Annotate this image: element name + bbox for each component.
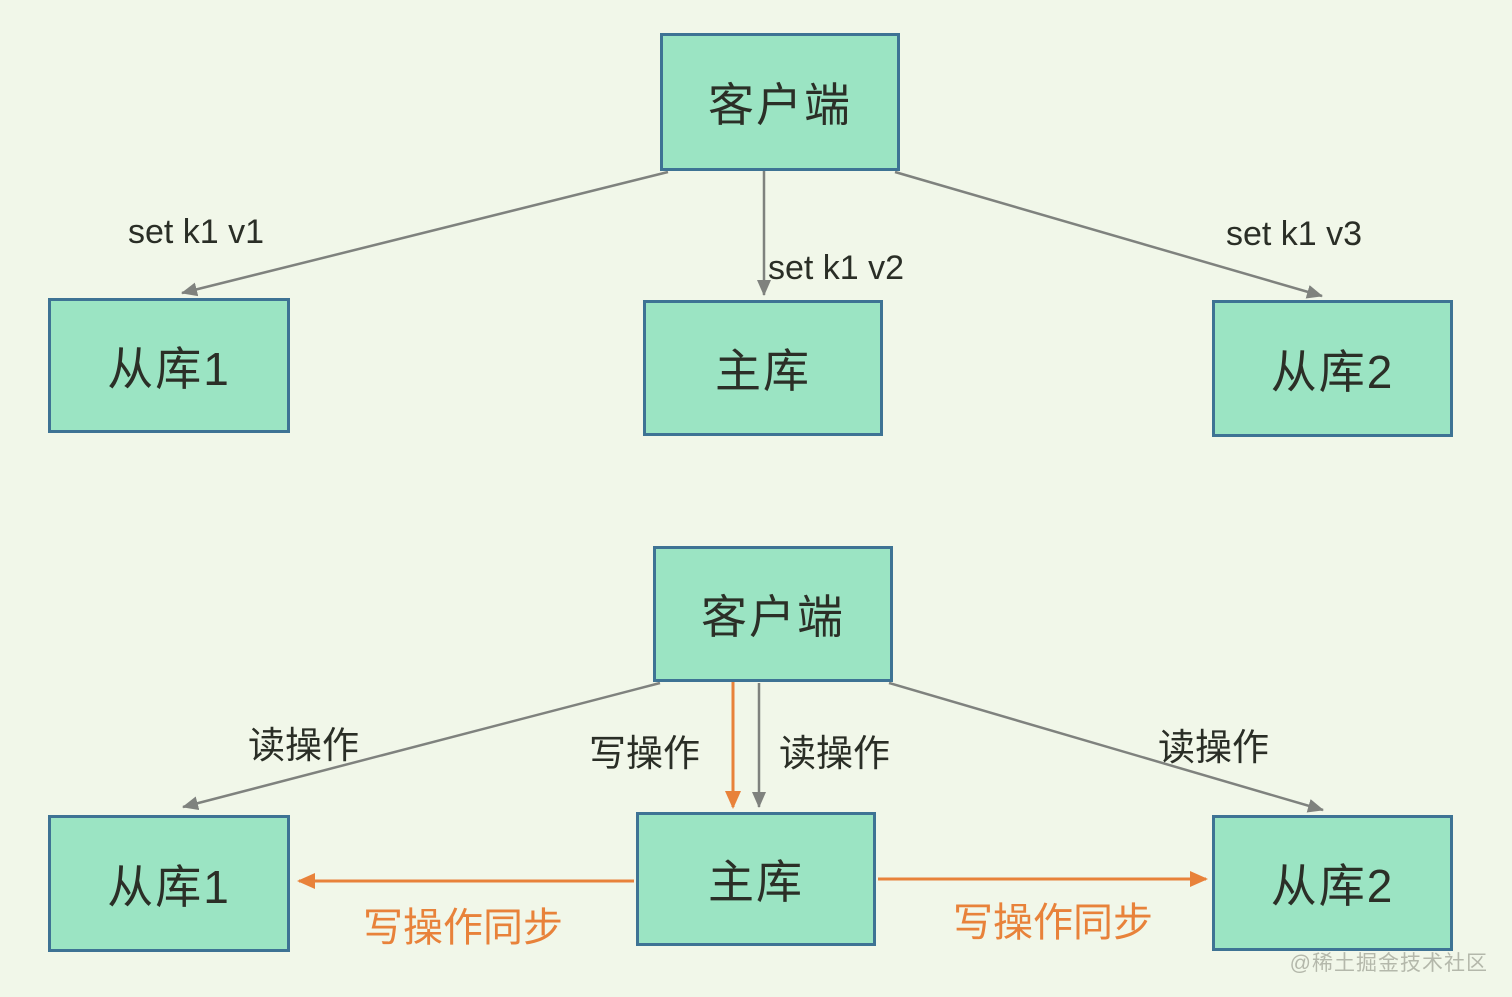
arrow-set-k1-v3 bbox=[894, 170, 1323, 299]
bottom-master-label: 主库 bbox=[708, 856, 804, 908]
edge-label-read-to-master: 读操作 bbox=[779, 733, 890, 774]
edge-label-set-k1-v3: set k1 v3 bbox=[1226, 215, 1363, 253]
top-slave1-node: 从库1 bbox=[48, 298, 290, 433]
edge-label-sync-to-slave1: 写操作同步 bbox=[363, 906, 563, 950]
bottom-slave2-label: 从库2 bbox=[1270, 860, 1395, 912]
bottom-client-node: 客户端 bbox=[653, 546, 893, 682]
edge-label-set-k1-v1: set k1 v1 bbox=[128, 213, 265, 251]
top-master-label: 主库 bbox=[715, 345, 811, 397]
top-slave1-label: 从库1 bbox=[107, 342, 231, 395]
bottom-slave1-node: 从库1 bbox=[48, 815, 290, 952]
top-master-node: 主库 bbox=[643, 300, 883, 436]
edge-label-read-to-slave1: 读操作 bbox=[248, 725, 359, 766]
edge-label-read-to-slave2: 读操作 bbox=[1158, 727, 1269, 768]
top-client-label: 客户端 bbox=[708, 79, 852, 131]
bottom-client-label: 客户端 bbox=[701, 591, 845, 643]
edge-label-write-to-master: 写操作 bbox=[589, 733, 700, 774]
bottom-slave2-node: 从库2 bbox=[1212, 815, 1453, 951]
arrow-set-k1-v1 bbox=[181, 170, 669, 297]
top-slave2-node: 从库2 bbox=[1212, 300, 1453, 437]
edge-label-sync-to-slave2: 写操作同步 bbox=[953, 901, 1153, 945]
bottom-master-node: 主库 bbox=[636, 812, 876, 946]
edge-label-set-k1-v2: set k1 v2 bbox=[768, 249, 905, 287]
arrow-read-to-slave1 bbox=[182, 681, 661, 811]
bottom-slave1-label: 从库1 bbox=[107, 860, 231, 913]
arrow-read-to-slave2 bbox=[888, 681, 1324, 813]
watermark: @稀土掘金技术社区 bbox=[1289, 952, 1488, 975]
top-slave2-label: 从库2 bbox=[1270, 345, 1395, 398]
top-client-node: 客户端 bbox=[660, 33, 900, 171]
